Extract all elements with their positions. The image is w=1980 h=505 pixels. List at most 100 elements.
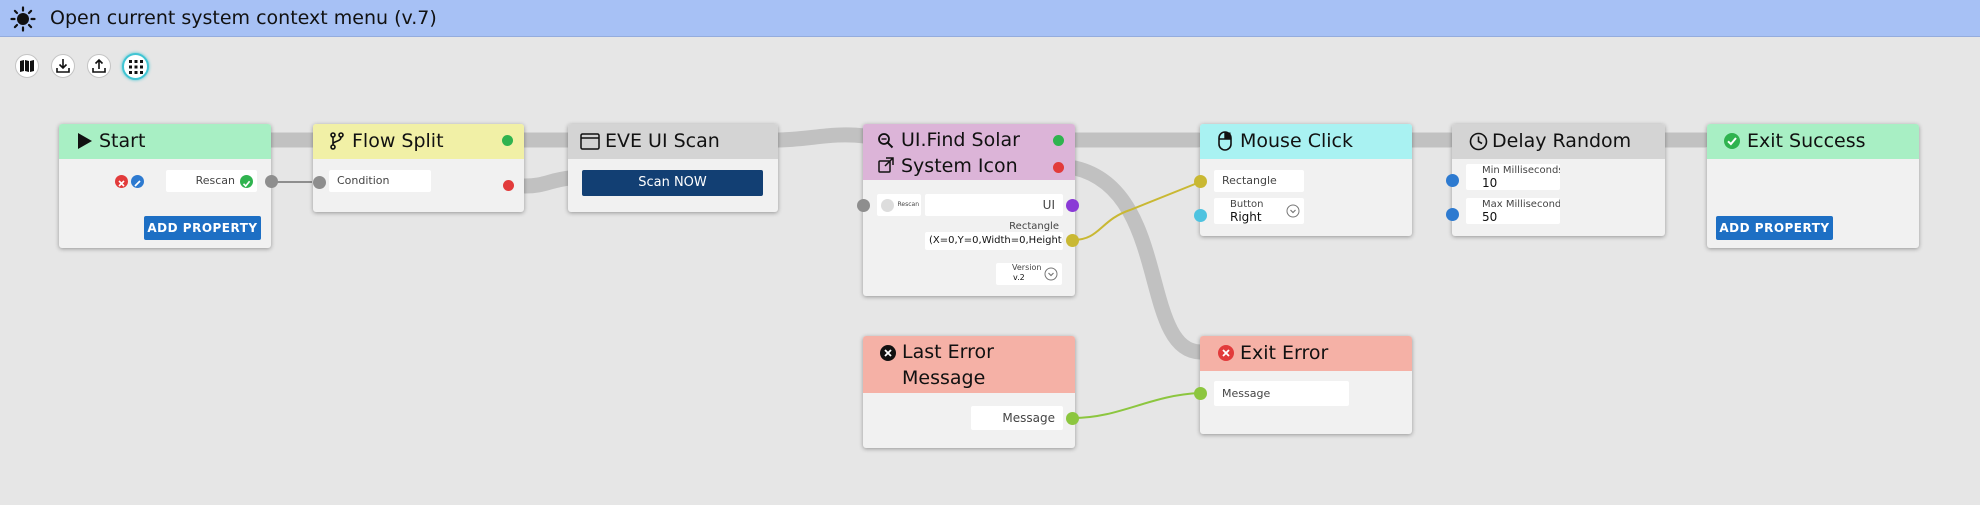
node-mouse-click[interactable]: Mouse Click Rectangle Button Right: [1194, 124, 1412, 236]
max-milliseconds-field[interactable]: Max Milliseconds 50: [1466, 198, 1560, 224]
message-field[interactable]: Message: [1214, 381, 1349, 406]
sun-icon: [10, 6, 36, 32]
error-circle-icon: [880, 345, 896, 361]
button-label: Button: [1230, 199, 1264, 210]
message-label: Message: [1002, 411, 1055, 425]
rectangle-label: Rectangle: [1009, 221, 1059, 232]
node-header[interactable]: [1200, 336, 1412, 371]
rectangle-label: Rectangle: [1222, 174, 1277, 187]
node-title-line1: UI.Find Solar: [901, 129, 1020, 151]
clock-icon: [1469, 132, 1488, 151]
check-icon: [240, 175, 253, 188]
property-value: Rescan: [195, 174, 235, 187]
node-delay-random[interactable]: Delay Random Min Milliseconds 10 Max Mil…: [1446, 124, 1665, 236]
node-title: EVE UI Scan: [605, 130, 720, 152]
rectangle-wire: [1072, 181, 1201, 241]
external-link-icon: [878, 157, 894, 173]
flow-wire: [767, 127, 873, 148]
output-pin[interactable]: [265, 175, 278, 188]
rescan-small-label: Rescan: [897, 201, 920, 208]
import-icon: [56, 59, 70, 73]
ui-field[interactable]: UI: [925, 194, 1063, 216]
version-label: Version: [1012, 263, 1042, 272]
node-title: Exit Success: [1747, 130, 1866, 152]
node-title-line2: System Icon: [901, 155, 1018, 177]
input-pin[interactable]: [313, 176, 326, 189]
node-header[interactable]: [1200, 124, 1412, 159]
node-eve-ui-scan[interactable]: EVE UI Scan Scan NOW: [568, 124, 778, 212]
message-field[interactable]: Message: [971, 406, 1063, 430]
node-title: Start: [99, 130, 146, 152]
rectangle-value: (X=0,Y=0,Width=0,Height=0): [929, 235, 1063, 246]
chevron-down-icon: [1286, 204, 1300, 218]
min-milliseconds-field[interactable]: Min Milliseconds 10: [1466, 164, 1560, 190]
node-title-line2: Message: [902, 367, 986, 389]
min-value: 10: [1482, 176, 1498, 190]
version-value: v.2: [1013, 273, 1025, 282]
remove-property-icon[interactable]: [115, 175, 128, 188]
grid-icon: [128, 59, 143, 74]
rectangle-field[interactable]: Rectangle: [1214, 170, 1304, 192]
button-select[interactable]: Button Right: [1214, 198, 1304, 224]
true-output-icon[interactable]: [502, 135, 513, 146]
min-label: Min Milliseconds: [1482, 165, 1560, 176]
node-exit-success[interactable]: Exit Success ADD PROPERTY: [1707, 124, 1919, 248]
chevron-down-icon: [1044, 267, 1058, 281]
input-pin[interactable]: [857, 199, 870, 212]
node-title: Flow Split: [352, 130, 444, 152]
min-input-pin[interactable]: [1446, 174, 1459, 187]
success-output-icon[interactable]: [1053, 135, 1064, 146]
node-flow-split[interactable]: Flow Split Condition: [313, 124, 524, 212]
button-input-pin[interactable]: [1194, 209, 1207, 222]
version-select[interactable]: Version v.2: [996, 263, 1062, 285]
max-input-pin[interactable]: [1446, 208, 1459, 221]
false-output-icon[interactable]: [503, 180, 514, 191]
flow-wire: [517, 170, 578, 194]
mouse-icon: [1218, 131, 1232, 151]
edit-property-icon[interactable]: [131, 175, 144, 188]
search-icon: [878, 133, 894, 149]
node-header[interactable]: [863, 124, 1075, 180]
ui-output-pin[interactable]: [1066, 199, 1079, 212]
rectangle-field[interactable]: (X=0,Y=0,Width=0,Height=0): [925, 232, 1063, 250]
node-header[interactable]: [1707, 124, 1919, 159]
node-header[interactable]: [313, 124, 524, 159]
add-property-button[interactable]: ADD PROPERTY: [144, 216, 261, 240]
condition-field[interactable]: Condition: [329, 170, 431, 192]
node-header[interactable]: [59, 124, 271, 159]
property-field[interactable]: Rescan: [166, 170, 257, 192]
grid-button[interactable]: [122, 53, 149, 80]
play-icon: [78, 133, 92, 149]
node-title-line1: Last Error: [902, 341, 994, 363]
node-exit-error[interactable]: Exit Error Message: [1194, 336, 1412, 434]
export-button[interactable]: [87, 54, 111, 78]
flow-wire: [1067, 160, 1208, 360]
node-header[interactable]: [568, 124, 778, 159]
ui-label: UI: [1042, 198, 1055, 212]
toggle-icon[interactable]: [881, 198, 894, 212]
node-title: Delay Random: [1492, 130, 1632, 152]
export-icon: [92, 58, 106, 73]
message-output-pin[interactable]: [1066, 412, 1079, 425]
node-start[interactable]: Start Rescan ADD PROPERTY: [59, 124, 278, 248]
max-label: Max Milliseconds: [1482, 199, 1560, 210]
rectangle-input-pin[interactable]: [1194, 175, 1207, 188]
branch-icon: [330, 132, 344, 150]
node-header[interactable]: [863, 336, 1075, 393]
rectangle-output-pin[interactable]: [1066, 234, 1079, 247]
window-icon: [580, 133, 600, 150]
button-value: Right: [1230, 210, 1262, 224]
error-output-icon[interactable]: [1053, 162, 1064, 173]
window-title: Open current system context menu (v.7): [50, 7, 437, 29]
message-wire: [1072, 392, 1201, 419]
message-input-pin[interactable]: [1194, 387, 1207, 400]
map-button[interactable]: [15, 54, 39, 78]
node-find-solar-system-icon[interactable]: UI.Find Solar System Icon Rescan UI Rect…: [857, 124, 1079, 296]
add-property-button[interactable]: ADD PROPERTY: [1716, 216, 1833, 240]
node-title: Mouse Click: [1240, 130, 1353, 152]
node-header[interactable]: [1452, 124, 1665, 159]
import-button[interactable]: [51, 54, 75, 78]
node-last-error-message[interactable]: Last Error Message Message: [863, 336, 1079, 448]
rescan-field[interactable]: Rescan: [877, 194, 921, 216]
scan-now-button[interactable]: Scan NOW: [582, 170, 763, 196]
